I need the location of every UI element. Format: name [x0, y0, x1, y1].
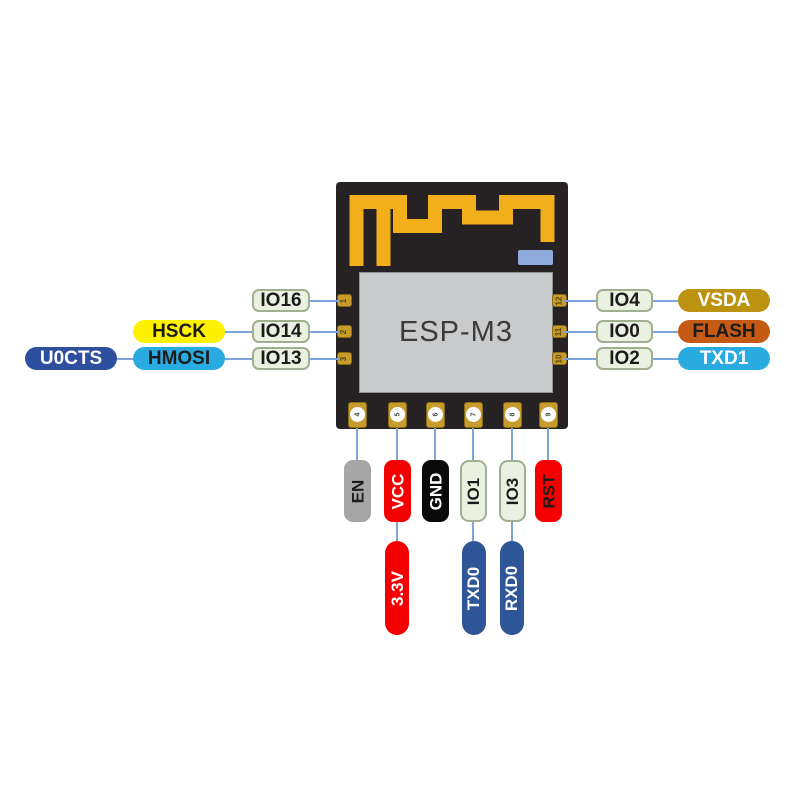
- connector-line: [564, 358, 596, 360]
- connector-line: [396, 428, 398, 461]
- through-hole: 5: [390, 407, 405, 422]
- smd-component: [518, 250, 553, 265]
- pin-label-io13: IO13: [252, 347, 310, 370]
- connector-line: [308, 331, 340, 333]
- function-label-hmosi: HMOSI: [133, 347, 225, 370]
- pad-pin-8: 8: [503, 402, 522, 428]
- pad-pin-6: 6: [426, 402, 445, 428]
- esp-module-body: ESP-M3 1 2 3 12 11 10 4 5 6 7 8 9: [336, 182, 568, 429]
- pin-label-io0: IO0: [596, 320, 653, 343]
- function-label-hsck: HSCK: [133, 320, 225, 343]
- connector-line: [224, 331, 253, 333]
- connector-line: [564, 300, 596, 302]
- through-hole: 6: [428, 407, 443, 422]
- function-label-u0cts: U0CTS: [25, 347, 117, 370]
- connector-line: [472, 522, 474, 541]
- connector-line: [434, 428, 436, 461]
- pad-pin-9: 9: [539, 402, 558, 428]
- connector-line: [356, 428, 358, 461]
- through-hole: 8: [505, 407, 520, 422]
- function-label-flash: FLASH: [678, 320, 770, 343]
- connector-line: [651, 358, 678, 360]
- function-label-3v3: 3.3V: [385, 541, 409, 635]
- pin-label-gnd: GND: [422, 460, 449, 522]
- connector-line: [396, 522, 398, 541]
- connector-line: [472, 428, 474, 461]
- pin-label-io1: IO1: [460, 460, 487, 522]
- module-label-plate: ESP-M3: [359, 272, 553, 393]
- connector-line: [308, 300, 340, 302]
- connector-line: [651, 300, 678, 302]
- pin-label-io4: IO4: [596, 289, 653, 312]
- pad-pin-5: 5: [388, 402, 407, 428]
- connector-line: [564, 331, 596, 333]
- pin-label-io2: IO2: [596, 347, 653, 370]
- antenna-trace: [349, 195, 555, 266]
- connector-line: [651, 331, 678, 333]
- pin-label-rst: RST: [535, 460, 562, 522]
- pad-pin-4: 4: [348, 402, 367, 428]
- connector-line: [308, 358, 340, 360]
- pin-label-io14: IO14: [252, 320, 310, 343]
- pin-label-io16: IO16: [252, 289, 310, 312]
- through-hole: 7: [466, 407, 481, 422]
- pin-label-io3: IO3: [499, 460, 526, 522]
- through-hole: 9: [541, 407, 556, 422]
- function-label-vsda: VSDA: [678, 289, 770, 312]
- connector-line: [511, 428, 513, 461]
- pad-pin-7: 7: [464, 402, 483, 428]
- module-name: ESP-M3: [399, 316, 513, 348]
- function-label-txd1: TXD1: [678, 347, 770, 370]
- pin-label-en: EN: [344, 460, 371, 522]
- connector-line: [547, 428, 549, 461]
- connector-line: [115, 358, 135, 360]
- function-label-rxd0: RXD0: [500, 541, 524, 635]
- connector-line: [224, 358, 253, 360]
- connector-line: [511, 522, 513, 541]
- function-label-txd0: TXD0: [462, 541, 486, 635]
- pin-label-vcc: VCC: [384, 460, 411, 522]
- through-hole: 4: [350, 407, 365, 422]
